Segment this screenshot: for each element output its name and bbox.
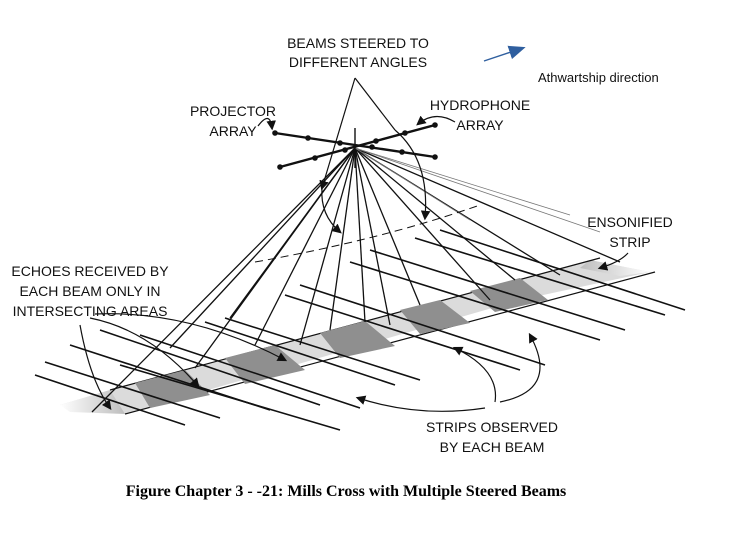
beam-fan-light xyxy=(354,147,601,233)
projector-label-1: PROJECTOR xyxy=(190,103,276,119)
ensonified-label-1: ENSONIFIED xyxy=(587,214,673,230)
echoes-label-2: EACH BEAM ONLY IN xyxy=(19,283,160,299)
echoes-label-3: INTERSECTING AREAS xyxy=(13,303,168,319)
beams-steered-label-1: BEAMS STEERED TO xyxy=(287,35,429,51)
strips-observed-label-2: BY EACH BEAM xyxy=(440,439,545,455)
athwartship-arrow xyxy=(483,45,526,62)
echoes-label-1: ECHOES RECEIVED BY xyxy=(11,263,169,279)
hydrophone-array xyxy=(277,122,438,170)
hydrophone-label-1: HYDROPHONE xyxy=(430,97,530,113)
hydrophone-label-2: ARRAY xyxy=(456,117,504,133)
strips-observed-label-1: STRIPS OBSERVED xyxy=(426,419,558,435)
beams-steered-label-2: DIFFERENT ANGLES xyxy=(289,54,427,70)
projector-label-2: ARRAY xyxy=(209,123,257,139)
athwartship-label: Athwartship direction xyxy=(538,70,659,85)
ensonified-label-2: STRIP xyxy=(609,234,650,250)
leader-lines xyxy=(79,77,629,412)
beam-arc xyxy=(254,204,481,263)
beam-strips xyxy=(34,229,686,431)
figure-caption: Figure Chapter 3 - -21: Mills Cross with… xyxy=(126,483,567,500)
